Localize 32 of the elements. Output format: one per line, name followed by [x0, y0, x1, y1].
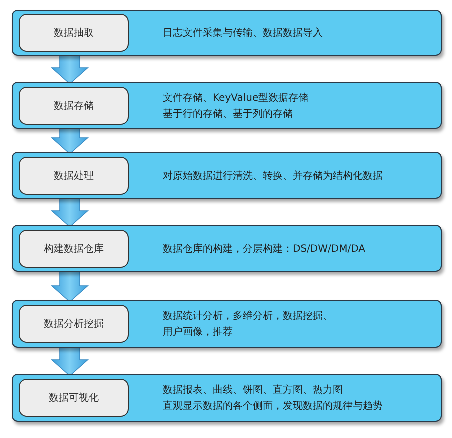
stage-box	[19, 379, 129, 417]
stage-description: 直观显示数据的各个侧面，发现数据的规律与趋势	[163, 400, 383, 413]
block-arrow	[50, 270, 90, 303]
stage-description: 基于行的存储、基于列的存储	[163, 108, 294, 120]
stage-band	[12, 82, 442, 129]
stage-box	[19, 305, 129, 343]
stage-description: 用户画像，推荐	[163, 326, 234, 339]
stage-band	[12, 10, 442, 56]
stage-description: 数据仓库的构建，分层构建：DS/DW/DM/DA	[163, 242, 366, 256]
stage-title: 数据抽取	[54, 26, 94, 40]
stage-band	[12, 225, 442, 272]
stage-description: 文件存储、KeyValue型数据存储	[163, 92, 309, 104]
stage-band	[12, 152, 442, 199]
stage-title: 数据处理	[54, 170, 94, 182]
stage-box	[19, 230, 129, 268]
stage-band	[12, 374, 442, 422]
stage-box	[19, 86, 129, 124]
stage-description: 日志文件采集与传输、数据数据导入	[163, 26, 323, 40]
stage-title: 构建数据仓库	[44, 242, 104, 256]
stage-description: 对原始数据进行清洗、转换、并存储为结构化数据	[163, 170, 383, 182]
block-arrow	[50, 196, 90, 228]
stage-description: 数据报表、曲线、饼图、直方图、热力图	[163, 384, 344, 397]
block-arrow	[50, 346, 90, 377]
stage-box	[19, 156, 129, 194]
stage-title: 数据可视化	[49, 392, 99, 405]
stage-title: 数据分析挖掘	[44, 318, 104, 331]
block-arrow	[50, 54, 90, 85]
block-arrow	[50, 126, 90, 155]
stage-title: 数据存储	[54, 100, 94, 112]
stage-box	[19, 14, 129, 52]
stage-description: 数据统计分析，多维分析，数据挖掘、	[163, 310, 333, 323]
stage-band	[12, 300, 442, 348]
